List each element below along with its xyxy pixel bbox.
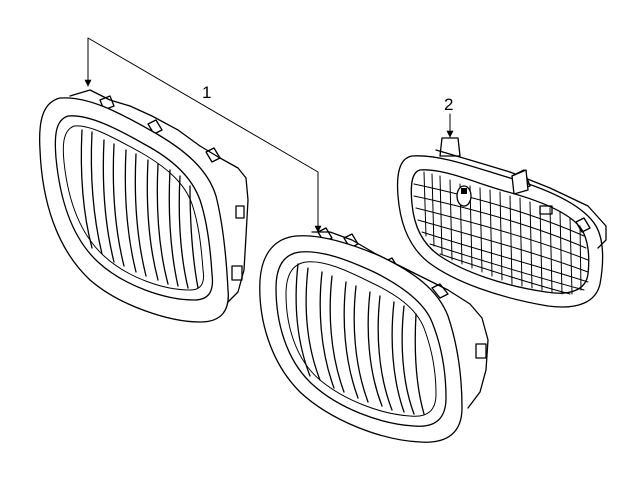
kidney-grille-left[interactable] [38,89,249,323]
callout-label-2[interactable]: 2 [444,95,453,114]
lower-air-intake-grille[interactable] [396,137,607,308]
callout-label-1[interactable]: 1 [202,83,211,102]
kidney-grille-right[interactable] [259,227,489,443]
callout-1-leader [84,37,322,233]
right-grille-slats [295,263,425,415]
left-grille-slats [80,129,199,289]
